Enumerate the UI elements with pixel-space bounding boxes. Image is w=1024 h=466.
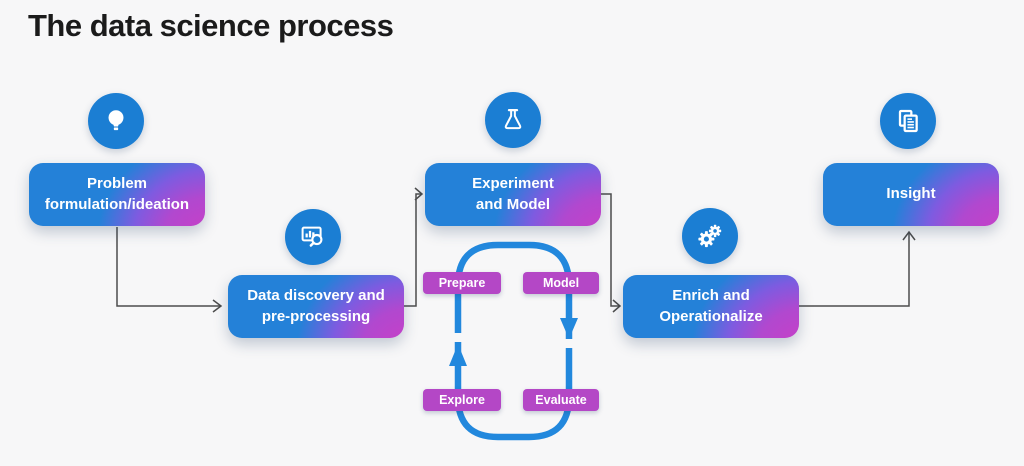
elbow-connectors [116,187,916,313]
chart-magnifier-icon [285,209,341,265]
arrowhead-up-1 [902,230,916,241]
documents-icon [880,93,936,149]
stage-label: Problem [86,175,147,193]
cycle-step-model: Model [523,272,599,294]
connector-enrich-to-insight [799,233,910,307]
loop-gap-right [561,339,577,348]
arrowhead-right-3 [612,299,622,313]
page-title: The data science process [28,8,394,43]
arrowhead-right-2 [414,187,424,201]
cycle-loop [449,241,578,441]
lightbulb-icon [88,93,144,149]
connector-experiment-to-enrich [601,193,619,307]
stage-label: Operationalize [659,307,763,325]
stage-label: pre-processing [261,307,371,325]
cycle-step-prepare: Prepare [423,272,501,294]
connector-problem-to-discovery [116,227,220,307]
stage-label: and Model [475,195,551,213]
stage-label: formulation/ideation [44,195,190,213]
loop-gap-left [450,333,466,342]
cycle-step-explore: Explore [423,389,501,411]
stage-label: Enrich and [672,287,750,305]
stage-insight: Insight [823,163,999,226]
cycle-arrow-down-icon [560,318,578,339]
stage-label: Experiment [472,175,554,193]
stage-enrich-operationalize: Enrich and Operationalize [623,275,799,338]
stage-problem-formulation: Problem formulation/ideation [29,163,205,226]
stage-label: Insight [886,185,936,203]
cycle-step-evaluate: Evaluate [523,389,599,411]
cycle-loop-path [454,241,573,441]
gears-icon [682,208,738,264]
connector-discovery-to-experiment [404,193,421,307]
cycle-arrow-up-icon [449,344,467,366]
flask-icon [485,92,541,148]
arrowhead-right-1 [212,299,223,313]
stage-data-discovery: Data discovery and pre-processing [228,275,404,338]
stage-label: Data discovery and [247,287,385,305]
stage-experiment-model: Experiment and Model [425,163,601,226]
